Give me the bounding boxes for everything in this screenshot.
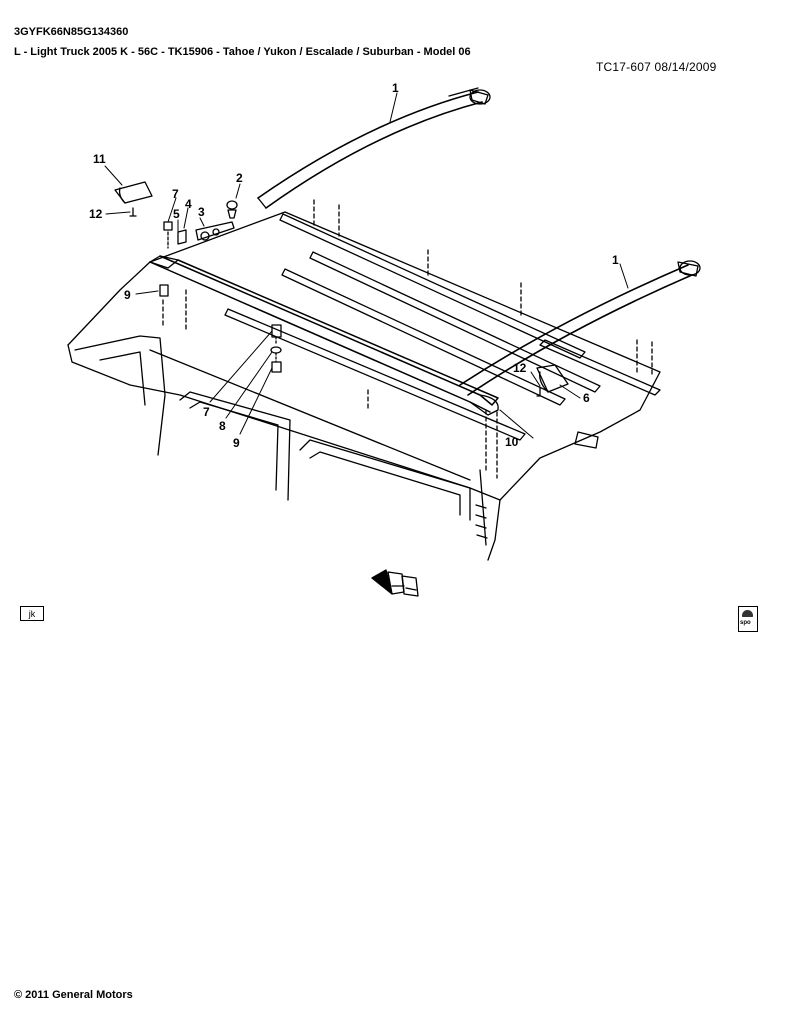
view-direction-arrow-icon xyxy=(371,569,419,597)
crossbar-rear xyxy=(459,260,701,396)
vin-number: 3GYFK66N85G134360 xyxy=(14,26,129,38)
callout-3: 3 xyxy=(198,205,205,219)
callout-12-front: 12 xyxy=(89,207,103,221)
end-cap-front xyxy=(114,181,153,217)
callout-7-center: 7 xyxy=(203,405,210,419)
callout-4: 4 xyxy=(185,197,192,211)
callout-labels: 1 1 2 3 4 5 6 7 7 8 9 9 9 10 11 12 12 xyxy=(89,81,619,450)
spo-dome-icon xyxy=(742,610,753,617)
callout-1-rear: 1 xyxy=(612,253,619,267)
windows xyxy=(74,335,471,521)
callout-9-front: 9 xyxy=(124,288,131,302)
callout-5: 5 xyxy=(173,207,180,221)
callout-12-rear: 12 xyxy=(513,361,527,375)
spo-badge-text: spo xyxy=(740,620,751,626)
callout-10: 10 xyxy=(505,435,519,449)
callout-9-center: 9 xyxy=(233,436,240,450)
callout-1-front: 1 xyxy=(392,81,399,95)
callout-2: 2 xyxy=(236,171,243,185)
fastener-group-center xyxy=(270,324,282,373)
illustration-reference: TC17-607 08/14/2009 xyxy=(596,60,717,74)
vehicle-description: L - Light Truck 2005 K - 56C - TK15906 -… xyxy=(14,46,471,58)
left-reference-badge: jk xyxy=(20,606,44,621)
spo-badge-icon: spo xyxy=(738,606,758,632)
side-rail xyxy=(149,255,499,416)
crossbar-front xyxy=(257,87,491,209)
fastener-group-front xyxy=(159,200,238,297)
stud-locator-lines xyxy=(162,199,653,479)
callout-leaders xyxy=(104,92,629,439)
callout-8: 8 xyxy=(219,419,226,433)
callout-6: 6 xyxy=(583,391,590,405)
copyright-footer: © 2011 General Motors xyxy=(14,989,133,1001)
roof-ribs xyxy=(149,213,661,481)
end-cap-rear xyxy=(536,364,569,397)
roof-panel xyxy=(67,211,661,561)
callout-7-front: 7 xyxy=(172,187,179,201)
callout-11: 11 xyxy=(93,152,106,166)
